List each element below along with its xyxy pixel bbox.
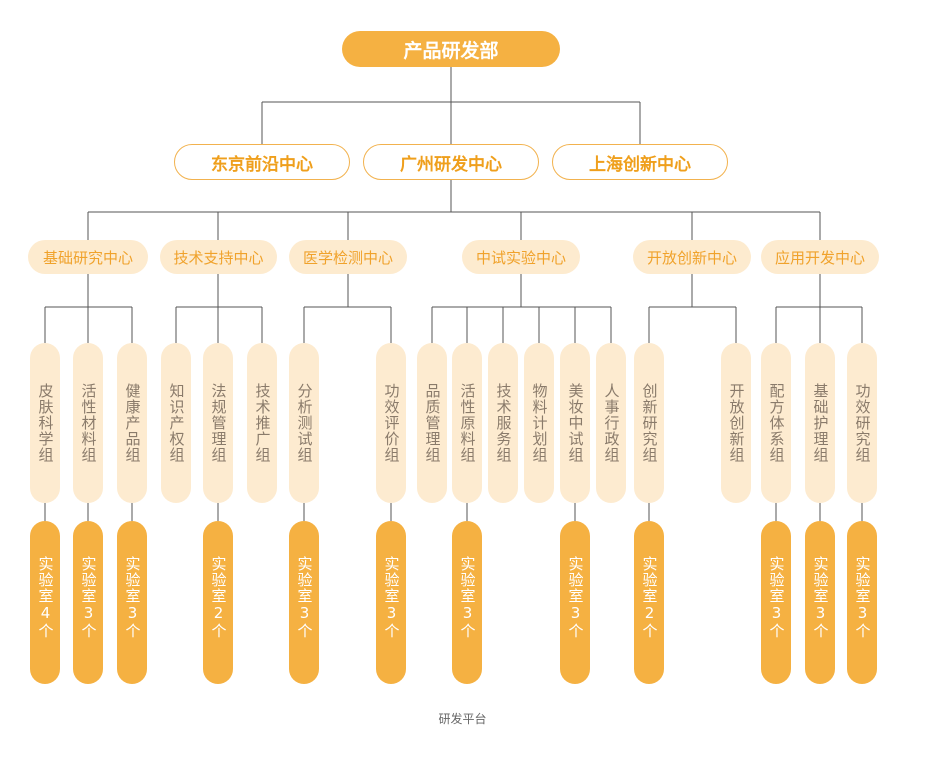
group-box: 功效评价组: [376, 343, 406, 503]
lab-label: 实验室2个: [209, 556, 228, 639]
group-label: 法规管理组: [209, 383, 228, 463]
group-label: 功效研究组: [853, 383, 872, 463]
dept-label: 基础研究中心: [42, 248, 133, 267]
group-box: 品质管理组: [417, 343, 447, 503]
group-box: 法规管理组: [203, 343, 233, 503]
dept-label: 中试实验中心: [475, 248, 566, 267]
group-label: 人事行政组: [602, 383, 621, 463]
group-label: 活性材料组: [79, 383, 98, 463]
lab-label: 实验室3个: [566, 556, 585, 639]
dept-tech-support: 技术支持中心: [160, 240, 277, 274]
group-box: 技术服务组: [488, 343, 518, 503]
group-box: 活性原料组: [452, 343, 482, 503]
lab-box: 实验室3个: [376, 521, 406, 684]
lab-box: 实验室3个: [761, 521, 791, 684]
lab-box: 实验室3个: [289, 521, 319, 684]
lab-box: 实验室3个: [73, 521, 103, 684]
group-box: 物料计划组: [524, 343, 554, 503]
center-label: 广州研发中心: [400, 154, 502, 175]
dept-basic-research: 基础研究中心: [28, 240, 148, 274]
lab-label: 实验室2个: [640, 556, 659, 639]
root-node: 产品研发部: [342, 31, 560, 67]
center-label: 上海创新中心: [589, 154, 691, 175]
group-label: 技术服务组: [494, 383, 513, 463]
group-label: 开放创新组: [727, 383, 746, 463]
lab-label: 实验室3个: [853, 556, 872, 639]
group-box: 开放创新组: [721, 343, 751, 503]
group-label: 物料计划组: [530, 383, 549, 463]
lab-box: 实验室3个: [805, 521, 835, 684]
group-box: 美妆中试组: [560, 343, 590, 503]
group-box: 人事行政组: [596, 343, 626, 503]
group-label: 活性原料组: [458, 383, 477, 463]
lab-label: 实验室3个: [79, 556, 98, 639]
center-label: 东京前沿中心: [211, 154, 313, 175]
lab-label: 实验室3个: [123, 556, 142, 639]
lab-box: 实验室2个: [634, 521, 664, 684]
group-label: 知识产权组: [167, 383, 186, 463]
lab-label: 实验室3个: [767, 556, 786, 639]
center-guangzhou: 广州研发中心: [363, 144, 539, 180]
lab-label: 实验室4个: [36, 556, 55, 639]
group-label: 分析测试组: [295, 383, 314, 463]
group-label: 配方体系组: [767, 383, 786, 463]
group-box: 健康产品组: [117, 343, 147, 503]
lab-box: 实验室3个: [452, 521, 482, 684]
group-label: 皮肤科学组: [36, 383, 55, 463]
lab-box: 实验室3个: [847, 521, 877, 684]
root-label: 产品研发部: [403, 39, 499, 62]
group-box: 活性材料组: [73, 343, 103, 503]
dept-medical-testing: 医学检测中心: [289, 240, 407, 274]
dept-label: 应用开发中心: [774, 248, 865, 267]
lab-box: 实验室3个: [560, 521, 590, 684]
group-label: 品质管理组: [423, 383, 442, 463]
group-label: 技术推广组: [253, 383, 272, 463]
group-label: 创新研究组: [640, 383, 659, 463]
dept-label: 医学检测中心: [302, 248, 393, 267]
group-box: 配方体系组: [761, 343, 791, 503]
group-label: 基础护理组: [811, 383, 830, 463]
lab-box: 实验室3个: [117, 521, 147, 684]
group-label: 美妆中试组: [566, 383, 585, 463]
group-box: 皮肤科学组: [30, 343, 60, 503]
lab-label: 实验室3个: [811, 556, 830, 639]
center-tokyo: 东京前沿中心: [174, 144, 350, 180]
lab-box: 实验室4个: [30, 521, 60, 684]
diagram-caption: 研发平台: [438, 712, 487, 726]
group-box: 分析测试组: [289, 343, 319, 503]
dept-label: 技术支持中心: [173, 248, 264, 267]
group-box: 功效研究组: [847, 343, 877, 503]
group-box: 知识产权组: [161, 343, 191, 503]
group-label: 健康产品组: [123, 383, 142, 463]
group-box: 创新研究组: [634, 343, 664, 503]
lab-box: 实验室2个: [203, 521, 233, 684]
dept-label: 开放创新中心: [646, 248, 737, 267]
lab-label: 实验室3个: [458, 556, 477, 639]
dept-application-dev: 应用开发中心: [761, 240, 879, 274]
dept-open-innovation: 开放创新中心: [633, 240, 751, 274]
group-box: 基础护理组: [805, 343, 835, 503]
group-label: 功效评价组: [382, 383, 401, 463]
center-shanghai: 上海创新中心: [552, 144, 728, 180]
dept-pilot-lab: 中试实验中心: [462, 240, 580, 274]
group-box: 技术推广组: [247, 343, 277, 503]
lab-label: 实验室3个: [295, 556, 314, 639]
lab-label: 实验室3个: [382, 556, 401, 639]
